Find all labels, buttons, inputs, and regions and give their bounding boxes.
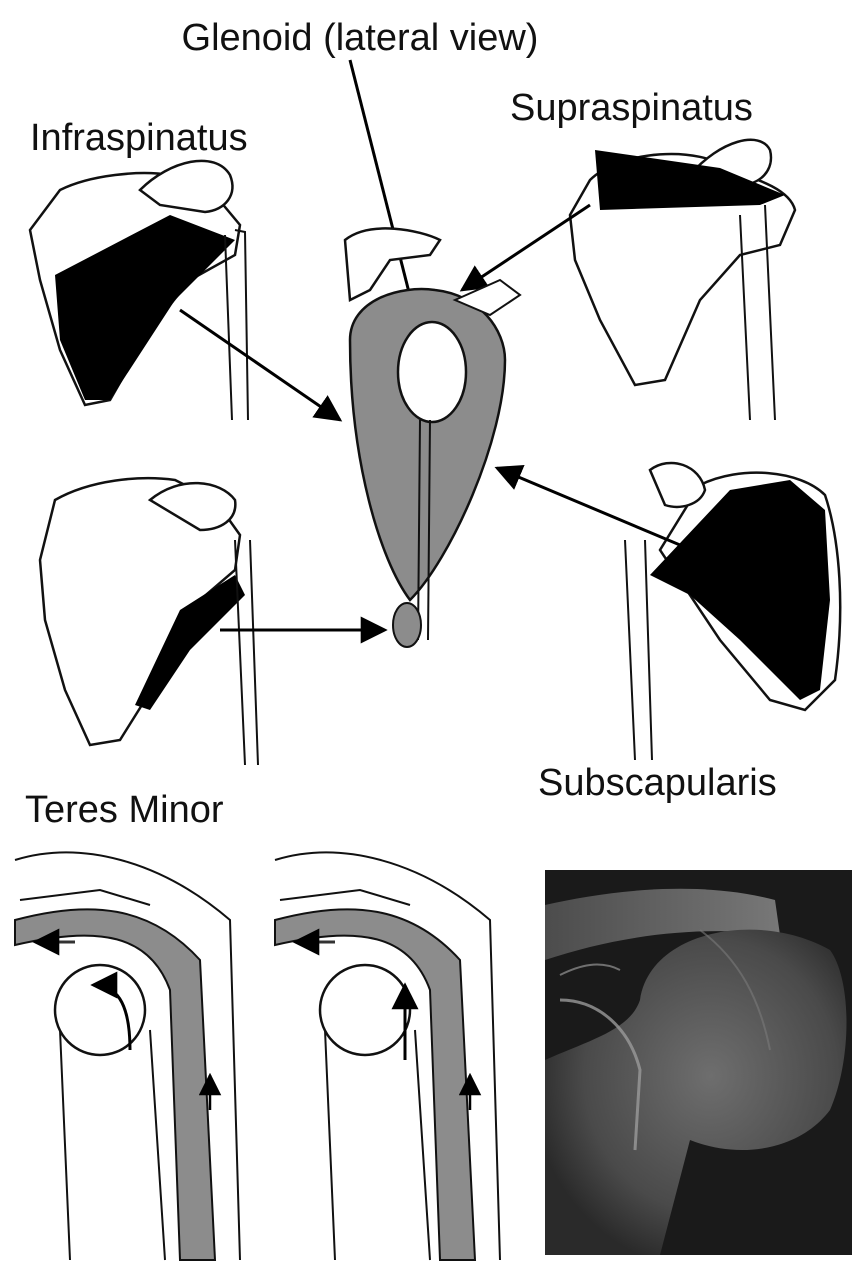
deltoid-mechanics-panel-left — [15, 853, 240, 1261]
teres-minor-scapula-drawing — [40, 478, 258, 765]
subscapularis-scapula-drawing — [625, 463, 840, 760]
supraspinatus-label: Supraspinatus — [510, 87, 753, 129]
teres-minor-label: Teres Minor — [25, 789, 224, 831]
deltoid-mechanics-panel-right — [275, 853, 500, 1261]
infraspinatus-arrow — [180, 310, 340, 420]
shoulder-xray-image — [545, 870, 852, 1255]
infraspinatus-scapula-drawing — [30, 161, 248, 420]
supraspinatus-scapula-drawing — [570, 140, 795, 420]
supraspinatus-arrow — [462, 205, 590, 290]
glenoid-label: Glenoid (lateral view) — [182, 17, 539, 59]
subscapularis-arrow — [497, 468, 680, 545]
glenoid-lateral-drawing — [345, 228, 520, 647]
subscapularis-label: Subscapularis — [538, 762, 777, 804]
infraspinatus-label: Infraspinatus — [30, 117, 248, 159]
